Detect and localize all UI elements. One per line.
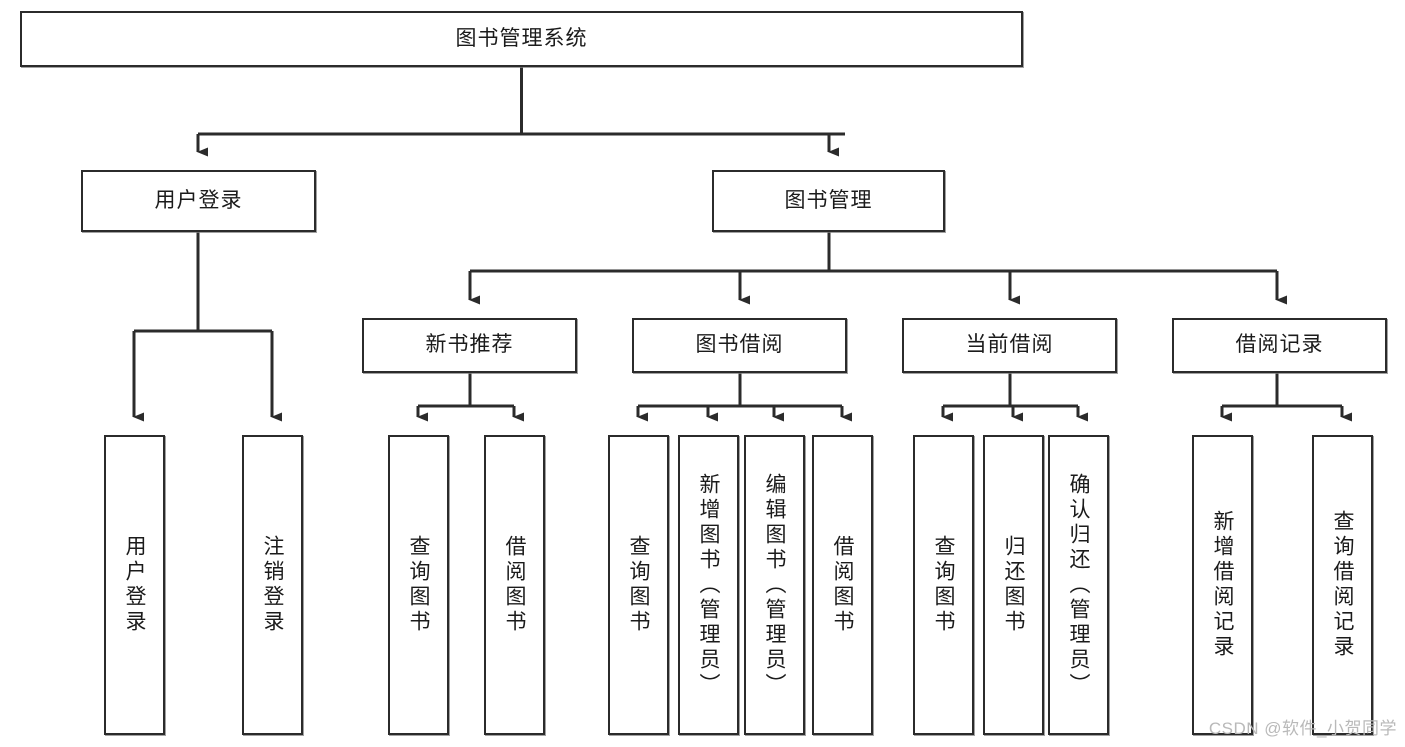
node-label: 用户登录 bbox=[154, 188, 243, 212]
node-book-borrow[interactable]: 图书借阅 bbox=[632, 318, 847, 373]
node-leaf-add-borrow-record[interactable]: 新增借阅记录 bbox=[1192, 435, 1253, 735]
node-leaf-logout-login[interactable]: 注销登录 bbox=[242, 435, 303, 735]
node-label: 图书借阅 bbox=[695, 333, 784, 357]
node-label: 查询图书 bbox=[932, 535, 955, 635]
node-label: 借阅记录 bbox=[1235, 333, 1324, 357]
csdn-watermark: CSDN @软件_小贺同学 bbox=[1208, 719, 1397, 738]
node-label: 图书管理 bbox=[784, 188, 873, 212]
node-label: 借阅图书 bbox=[831, 535, 854, 635]
node-leaf-edit-book-admin[interactable]: 编辑图书（管理员） bbox=[744, 435, 805, 735]
node-label: 图书管理系统 bbox=[455, 26, 588, 50]
node-leaf-borrow-book-recommend[interactable]: 借阅图书 bbox=[484, 435, 545, 735]
node-user-login[interactable]: 用户登录 bbox=[81, 170, 316, 232]
node-new-book-recommend[interactable]: 新书推荐 bbox=[362, 318, 577, 373]
node-leaf-query-book-current[interactable]: 查询图书 bbox=[913, 435, 974, 735]
node-book-management[interactable]: 图书管理 bbox=[712, 170, 945, 232]
node-leaf-query-book-borrow[interactable]: 查询图书 bbox=[608, 435, 669, 735]
node-label: 用户登录 bbox=[123, 535, 146, 635]
node-leaf-query-borrow-record[interactable]: 查询借阅记录 bbox=[1312, 435, 1373, 735]
node-label: 借阅图书 bbox=[503, 535, 526, 635]
node-current-borrow[interactable]: 当前借阅 bbox=[902, 318, 1117, 373]
node-leaf-borrow-book[interactable]: 借阅图书 bbox=[812, 435, 873, 735]
node-label: 新增借阅记录 bbox=[1211, 510, 1234, 660]
node-label: 新增图书（管理员） bbox=[697, 472, 720, 698]
node-borrow-record[interactable]: 借阅记录 bbox=[1172, 318, 1387, 373]
node-leaf-confirm-return-admin[interactable]: 确认归还（管理员） bbox=[1048, 435, 1109, 735]
node-label: 归还图书 bbox=[1002, 535, 1025, 635]
node-label: 查询图书 bbox=[407, 535, 430, 635]
node-label: 新书推荐 bbox=[425, 333, 514, 357]
node-leaf-query-book-recommend[interactable]: 查询图书 bbox=[388, 435, 449, 735]
node-leaf-return-book[interactable]: 归还图书 bbox=[983, 435, 1044, 735]
node-label: 编辑图书（管理员） bbox=[763, 472, 786, 698]
node-leaf-add-book-admin[interactable]: 新增图书（管理员） bbox=[678, 435, 739, 735]
node-leaf-user-login[interactable]: 用户登录 bbox=[104, 435, 165, 735]
node-label: 注销登录 bbox=[261, 535, 284, 635]
node-label: 查询图书 bbox=[627, 535, 650, 635]
node-root-system[interactable]: 图书管理系统 bbox=[20, 11, 1023, 67]
node-label: 确认归还（管理员） bbox=[1067, 472, 1090, 698]
node-label: 查询借阅记录 bbox=[1331, 510, 1354, 660]
node-label: 当前借阅 bbox=[965, 333, 1054, 357]
